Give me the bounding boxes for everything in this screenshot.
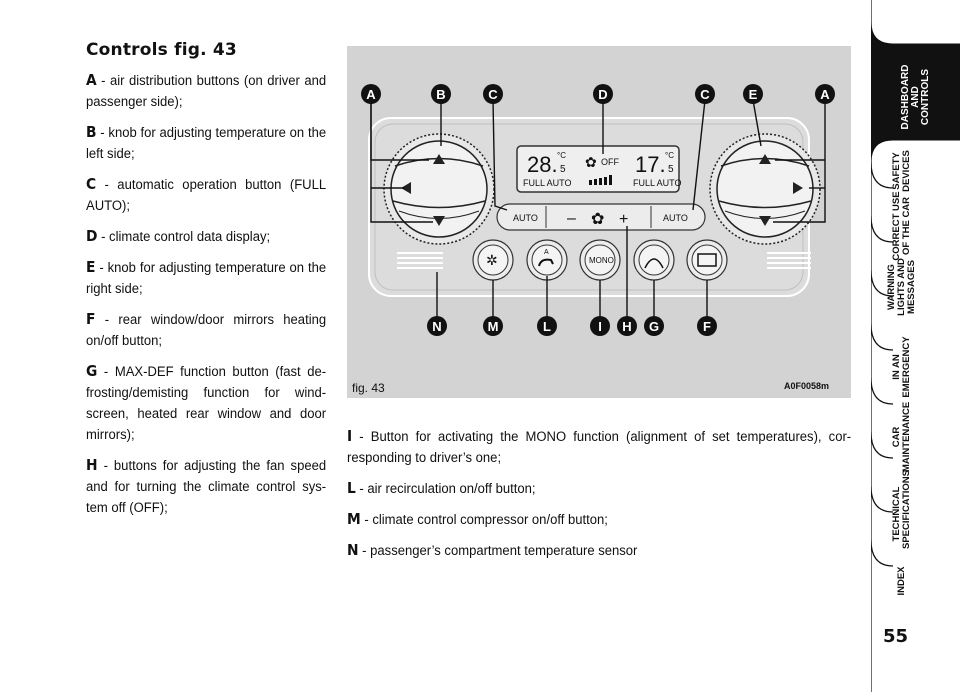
figure-code: A0F0058m — [784, 381, 830, 391]
mono-button[interactable]: MONO — [579, 239, 621, 281]
left-temp-unit: °C — [557, 151, 566, 160]
callout-f: F — [703, 319, 711, 334]
fan-plus-button[interactable]: + — [619, 211, 628, 228]
item-m: M - climate control compressor on/off bu… — [347, 510, 608, 528]
compressor-button[interactable]: ✲ — [472, 239, 514, 281]
right-temperature-knob — [709, 133, 821, 245]
tab-warning-lights[interactable]: WARNING LIGHTS AND MESSAGES — [886, 258, 917, 316]
item-e: E - knob for adjusting temperature on th… — [86, 258, 327, 297]
climate-control-figure: 28. °C 5 FULL AUTO ✿ OFF 17. °C 5 FULL A… — [347, 46, 851, 398]
fan-status-label: OFF — [601, 157, 619, 167]
section-heading: Controls fig. 43 — [86, 40, 237, 60]
max-def-button[interactable] — [633, 239, 675, 281]
item-i: I - Button for activating the MONO funct… — [347, 427, 852, 466]
down-arrow-icon — [759, 216, 771, 226]
climate-display: 28. °C 5 FULL AUTO ✿ OFF 17. °C 5 FULL A… — [516, 145, 682, 193]
fan-speed-bars-icon — [589, 175, 612, 185]
item-c: C - automatic operation button (FULL AUT… — [86, 175, 327, 214]
left-arrow-icon — [401, 182, 411, 194]
right-grille — [767, 252, 811, 269]
figure-caption: fig. 43 — [352, 381, 385, 395]
top-callouts: A B C D C E A — [361, 84, 835, 104]
callout-e: E — [749, 87, 758, 102]
page-number: 55 — [883, 626, 909, 647]
tab-technical-specifications[interactable]: TECHNICAL SPECIFICATIONS — [891, 470, 912, 549]
callout-h: H — [622, 319, 631, 334]
auto-fan-control-bar: AUTO – ✿ + AUTO — [496, 203, 706, 231]
tab-car-maintenance[interactable]: CAR MAINTENANCE — [891, 401, 912, 472]
right-temp-unit: °C — [665, 151, 674, 160]
fan-minus-button[interactable]: – — [567, 210, 576, 227]
callout-n: N — [432, 319, 441, 334]
left-text-column: Controls fig. 43 A - air distribution bu… — [86, 40, 326, 528]
left-temp-value: 28. — [527, 152, 558, 177]
windscreen-defrost-icon — [644, 258, 664, 269]
auto-right-button[interactable]: AUTO — [663, 213, 688, 223]
callout-l: L — [543, 319, 551, 334]
tab-correct-use[interactable]: CORRECT USE OF THE CAR — [891, 191, 912, 261]
item-h: H - buttons for adjusting the fan speed … — [86, 456, 327, 516]
callout-i: I — [598, 319, 602, 334]
auto-left-button[interactable]: AUTO — [513, 213, 538, 223]
right-mode-label: FULL AUTO — [633, 178, 682, 188]
item-g: G - MAX-DEF function button (fast de-fro… — [86, 362, 327, 443]
tab-outlines — [871, 0, 960, 692]
rear-window-heating-button[interactable] — [686, 239, 728, 281]
callout-leader-lines — [370, 99, 826, 318]
snowflake-icon: ✲ — [486, 252, 498, 268]
fan-icon: ✿ — [585, 154, 597, 170]
temperature-sensor-grille — [397, 252, 443, 269]
item-n: N - passenger’s compartment temperature … — [347, 541, 638, 559]
callout-c: C — [700, 87, 710, 102]
down-arrow-icon — [433, 216, 445, 226]
up-arrow-icon — [433, 154, 445, 164]
callout-a: A — [366, 87, 376, 102]
callout-d: D — [598, 87, 607, 102]
recirculation-icon — [538, 258, 554, 267]
right-temp-value: 17. — [635, 152, 666, 177]
left-mode-label: FULL AUTO — [523, 178, 572, 188]
tab-dashboard-and-controls[interactable]: DASHBOARD AND CONTROLS — [900, 64, 931, 130]
chapter-tabs: DASHBOARD AND CONTROLS SAFETY DEVICES CO… — [871, 0, 960, 692]
rear-defrost-icon — [697, 253, 717, 267]
right-temp-decimal: 5 — [668, 164, 674, 175]
item-f: F - rear window/door mirrors heating on/… — [86, 310, 327, 349]
tab-index[interactable]: INDEX — [896, 566, 907, 596]
callout-m: M — [488, 319, 499, 334]
callout-c: C — [488, 87, 498, 102]
bottom-text-column: I - Button for activating the MONO funct… — [347, 426, 867, 571]
climate-panel-illustration: 28. °C 5 FULL AUTO ✿ OFF 17. °C 5 FULL A… — [361, 84, 835, 336]
bottom-callouts: N M L I H G F — [427, 316, 717, 336]
recirc-letter: A — [544, 249, 549, 256]
item-a: A - air distribution buttons (on driver … — [86, 71, 327, 110]
item-b: B - knob for adjusting temperature on th… — [86, 123, 327, 162]
mono-label: MONO — [589, 256, 614, 265]
tab-in-an-emergency[interactable]: IN AN EMERGENCY — [891, 336, 912, 398]
recirculation-button[interactable]: A — [526, 239, 568, 281]
item-l: L - air recirculation on/off button; — [347, 479, 536, 497]
left-temp-decimal: 5 — [560, 164, 566, 175]
callout-g: G — [649, 319, 659, 334]
callout-b: B — [436, 87, 445, 102]
left-temperature-knob — [383, 133, 495, 245]
item-d: D - climate control data display; — [86, 227, 271, 245]
up-arrow-icon — [759, 154, 771, 164]
fan-icon: ✿ — [591, 211, 604, 228]
callout-a: A — [820, 87, 830, 102]
right-arrow-icon — [793, 182, 803, 194]
